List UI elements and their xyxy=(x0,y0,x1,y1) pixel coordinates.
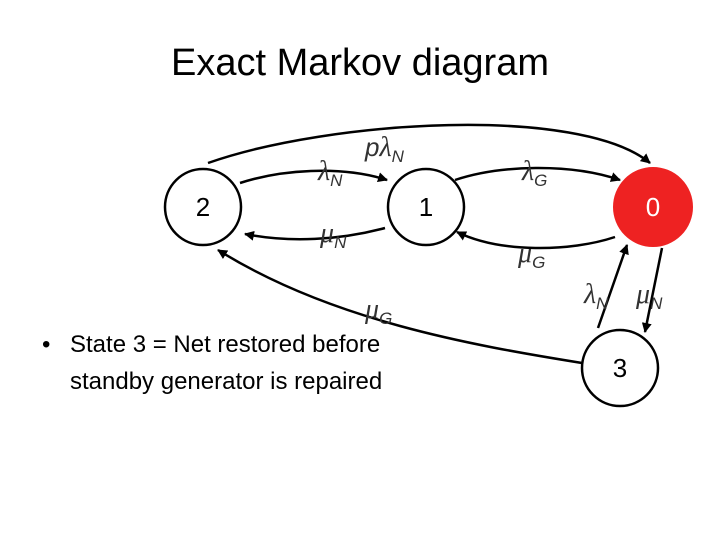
state-2-circle xyxy=(163,167,243,247)
slide-title: Exact Markov diagram xyxy=(170,42,549,84)
rate-label-0-to-1: μG xyxy=(517,238,545,272)
state-0-circle xyxy=(613,167,693,247)
state-2: 2 xyxy=(163,167,243,247)
edge-2-to-0 xyxy=(207,123,651,165)
bullet-list: State 3 = Net restored before standby ge… xyxy=(40,326,420,400)
state-2-label: 2 xyxy=(196,192,210,222)
rate-label-1-to-0: λG xyxy=(521,156,547,190)
edge-2-to-1 xyxy=(239,169,388,185)
bullet-item: State 3 = Net restored before standby ge… xyxy=(40,326,420,400)
rate-label-0-to-3: μN xyxy=(635,279,663,313)
state-1-circle xyxy=(386,167,466,247)
rate-label-2-to-0: pλN xyxy=(364,132,405,166)
edge-0-to-1 xyxy=(456,230,616,250)
state-0-label: 0 xyxy=(646,192,660,222)
edge-1-to-0 xyxy=(454,166,621,182)
state-1-label: 1 xyxy=(419,192,433,222)
state-3-label: 3 xyxy=(613,353,627,383)
rate-label-3-to-0: λN xyxy=(583,279,609,313)
state-3: 3 xyxy=(580,328,660,408)
state-0: 0 xyxy=(613,167,693,247)
rate-label-1-to-2: μN xyxy=(319,218,347,252)
state-1: 1 xyxy=(386,167,466,247)
rate-label-3-to-2: μG xyxy=(364,294,392,328)
edge-3-to-0 xyxy=(596,244,629,329)
edge-0-to-3 xyxy=(641,247,664,333)
edge-1-to-2 xyxy=(244,226,386,241)
rate-label-2-to-1: λN xyxy=(317,156,343,190)
state-3-circle xyxy=(580,328,660,408)
